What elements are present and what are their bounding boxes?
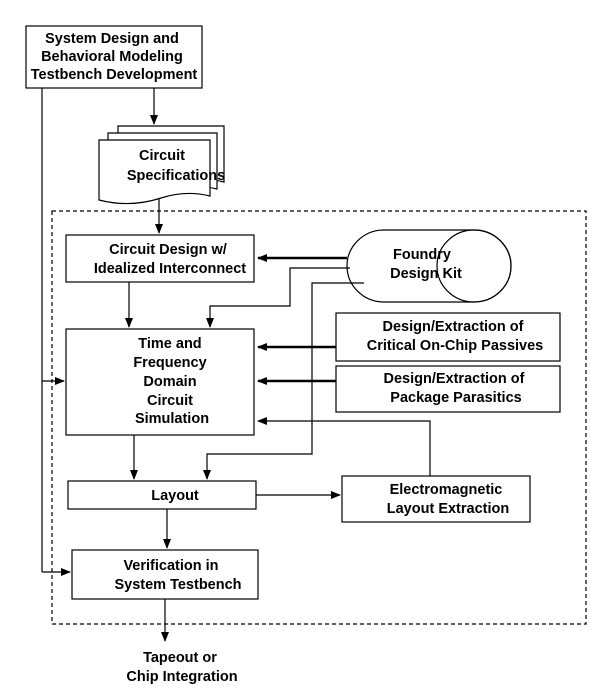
tapeout-label: Tapeout or Chip Integration [126,650,237,685]
circuit-specifications-label: Circuit Specifications [127,148,225,184]
foundry-design-kit-cylinder: Foundry Design Kit [346,229,512,303]
time-frequency-simulation-label: Time and Frequency Domain Circuit Simula… [133,336,210,427]
arrow-foundry-to-layout [203,282,364,480]
layout-label: Layout [151,488,199,504]
circuit-specifications-document: Circuit Specifications [98,125,225,205]
package-parasitics-box: Design/Extraction of Package Parasitics [335,365,561,413]
connectors [41,88,431,642]
verification-box: Verification in System Testbench [71,549,259,600]
verification-label: Verification in System Testbench [114,558,241,593]
circuit-design-box: Circuit Design w/ Idealized Interconnect [65,234,255,283]
critical-passives-label: Design/Extraction of Critical On-Chip Pa… [367,319,543,354]
system-design-label: System Design and Behavioral Modeling Te… [31,31,198,83]
layout-box: Layout [67,480,257,510]
em-layout-extraction-box: Electromagnetic Layout Extraction [341,475,531,523]
design-region-frame [51,210,587,625]
arrow-foundry-to-simulation [206,267,350,328]
package-parasitics-label: Design/Extraction of Package Parasitics [383,371,528,406]
foundry-design-kit-label: Foundry Design Kit [390,247,462,282]
system-design-box: System Design and Behavioral Modeling Te… [25,25,203,89]
circuit-design-label: Circuit Design w/ Idealized Interconnect [94,242,246,277]
arrow-em-to-simulation [257,417,431,476]
critical-passives-box: Design/Extraction of Critical On-Chip Pa… [335,312,561,362]
em-layout-extraction-label: Electromagnetic Layout Extraction [387,482,509,517]
time-frequency-simulation-box: Time and Frequency Domain Circuit Simula… [65,328,255,436]
